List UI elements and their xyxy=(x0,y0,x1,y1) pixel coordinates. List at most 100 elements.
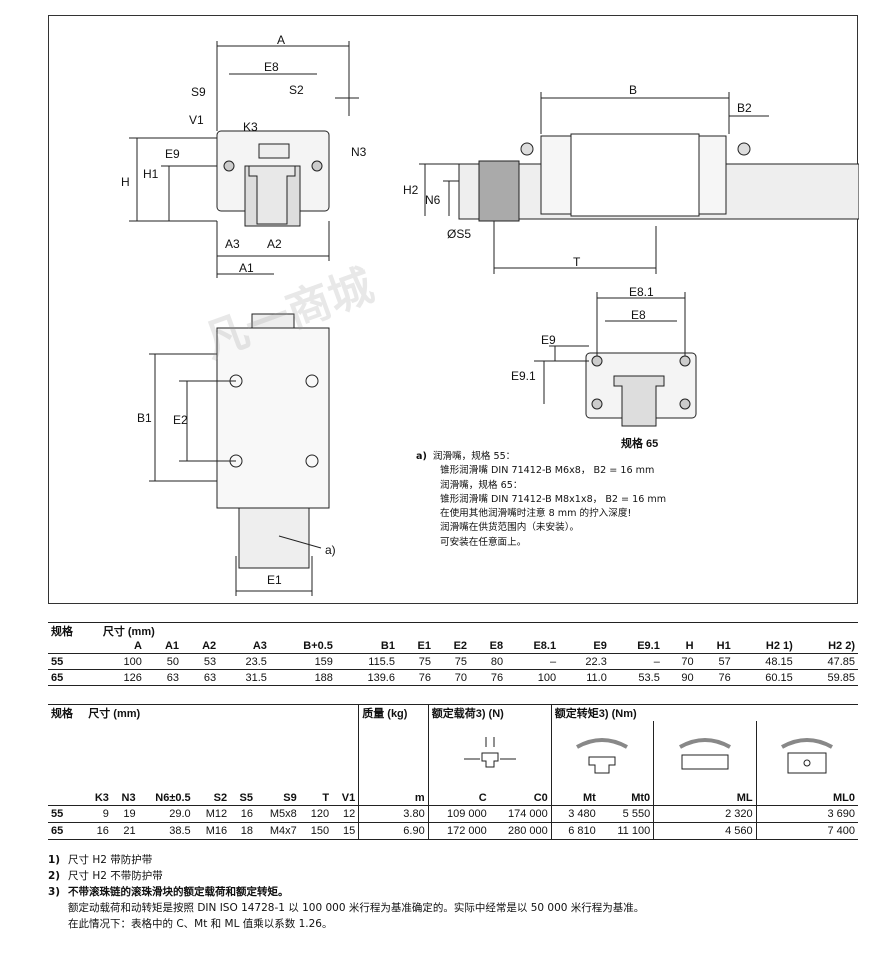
footnote-text: 尺寸 H2 不带防护带 xyxy=(68,870,163,882)
table-cell: 18 xyxy=(230,822,256,840)
label-S2: S2 xyxy=(289,83,304,97)
col-header: Mt0 xyxy=(598,791,654,806)
col-header: H2 2) xyxy=(795,639,858,654)
table-cell: 47.85 xyxy=(795,653,858,670)
table-cell: 57 xyxy=(696,653,734,670)
table-cell: 150 xyxy=(299,822,333,840)
col-header: E9.1 xyxy=(609,639,663,654)
drawing-svg: A E8 S9 S2 V1 K3 N3 E9 H H1 A3 A2 A1 B B… xyxy=(121,33,859,596)
col-dimensions: 尺寸 (mm) xyxy=(85,704,359,721)
torque-mt-icon xyxy=(550,721,654,791)
col-header: Mt xyxy=(550,791,599,806)
technical-drawing: A E8 S9 S2 V1 K3 N3 E9 H H1 A3 A2 A1 B B… xyxy=(48,15,859,604)
table-cell: 75 xyxy=(397,653,435,670)
table-cell: – xyxy=(506,653,560,670)
col-header: E8.1 xyxy=(506,639,560,654)
col-header: K3 xyxy=(85,791,112,806)
label-S5: ØS5 xyxy=(447,227,471,241)
col-header: S5 xyxy=(230,791,256,806)
label-size65: 规格 65 xyxy=(621,436,658,450)
col-header: N3 xyxy=(111,791,139,806)
table-cell: 70 xyxy=(434,669,471,686)
table-cell: 11.0 xyxy=(559,669,610,686)
col-header: E9 xyxy=(559,639,610,654)
col-header: N6±0.5 xyxy=(138,791,194,806)
col-header: H1 xyxy=(696,639,734,654)
label-B: B xyxy=(629,83,637,97)
table-cell: 15 xyxy=(332,822,359,840)
label-A: A xyxy=(277,33,285,47)
label-T: T xyxy=(573,255,581,269)
label-A3: A3 xyxy=(225,237,240,251)
label-V1: V1 xyxy=(189,113,204,127)
table-cell: 76 xyxy=(397,669,435,686)
footnote-text: 尺寸 H2 带防护带 xyxy=(68,854,153,866)
note-line: 锥形润滑嘴 DIN 71412-B M6x8， B2 = 16 mm xyxy=(440,465,655,477)
table-cell: 109 000 xyxy=(427,805,490,823)
table-cell: 50 xyxy=(144,653,183,670)
table-cell: 60.15 xyxy=(733,669,796,686)
table-cell: M16 xyxy=(193,822,231,840)
col-header: A1 xyxy=(144,639,183,654)
col-header: ML xyxy=(653,791,757,806)
col-header: E2 xyxy=(434,639,471,654)
table-cell: 3.80 xyxy=(358,805,429,823)
label-A1: A1 xyxy=(239,261,254,275)
col-header: B+0.5 xyxy=(269,639,336,654)
table-cell: 120 xyxy=(299,805,333,823)
label-E8: E8 xyxy=(264,60,279,74)
table-cell: 55 xyxy=(48,653,100,670)
col-header: m xyxy=(358,791,429,806)
table-cell: 172 000 xyxy=(427,822,490,840)
label-E8b: E8 xyxy=(631,308,646,322)
label-H2: H2 xyxy=(403,183,419,197)
col-size: 规格 xyxy=(48,622,100,639)
table-cell: 70 xyxy=(662,653,697,670)
col-header: C0 xyxy=(489,791,552,806)
col-torque: 额定转矩3) (Nm) xyxy=(550,704,858,721)
table-cell: 12 xyxy=(332,805,359,823)
table-cell: 9 xyxy=(85,805,112,823)
label-H: H xyxy=(121,175,130,189)
table-cell: 7 400 xyxy=(755,822,858,840)
label-E1: E1 xyxy=(267,573,282,587)
footnote-num: 3) xyxy=(48,886,61,898)
table-cell: 55 xyxy=(48,805,86,823)
table-cell: 280 000 xyxy=(489,822,552,840)
footnote-num: 2) xyxy=(48,870,61,882)
table-cell: 174 000 xyxy=(489,805,552,823)
table-cell: 100 xyxy=(506,669,560,686)
note-line: 在使用其他润滑嘴时注意 8 mm 的拧入深度! xyxy=(440,508,632,520)
footnote-text: 不带滚珠链的滚珠滑块的额定载荷和额定转矩。 xyxy=(68,886,289,898)
col-header: H xyxy=(662,639,697,654)
lubrication-note: a)润滑嘴，规格 55： 锥形润滑嘴 DIN 71412-B M6x8， B2 … xyxy=(416,450,666,550)
table-cell: 48.15 xyxy=(733,653,796,670)
table-cell: 188 xyxy=(269,669,336,686)
table-cell: 76 xyxy=(470,669,507,686)
label-H1: H1 xyxy=(143,167,159,181)
table-cell: 3 690 xyxy=(755,805,858,823)
col-header: V1 xyxy=(332,791,359,806)
table-cell: 22.3 xyxy=(559,653,610,670)
table-cell: M12 xyxy=(193,805,231,823)
label-A2: A2 xyxy=(267,237,282,251)
footnote-text: 在此情况下：表格中的 C、Mt 和 ML 值乘以系数 1.26。 xyxy=(68,918,333,930)
col-mass: 质量 (kg) xyxy=(358,704,429,721)
label-E91: E9.1 xyxy=(511,369,536,383)
table-cell: – xyxy=(609,653,663,670)
footnote-text: 额定动载荷和动转矩是按照 DIN ISO 14728-1 以 100 000 米… xyxy=(68,902,645,914)
table-cell: 6.90 xyxy=(358,822,429,840)
table-cell: M4x7 xyxy=(256,822,300,840)
col-header: T xyxy=(299,791,333,806)
col-load: 额定载荷3) (N) xyxy=(427,704,552,721)
table-cell: 80 xyxy=(470,653,507,670)
table-cell: 139.6 xyxy=(335,669,398,686)
table-cell: 16 xyxy=(85,822,112,840)
table-cell: 31.5 xyxy=(219,669,270,686)
label-N6: N6 xyxy=(425,193,441,207)
table-cell: 19 xyxy=(111,805,139,823)
